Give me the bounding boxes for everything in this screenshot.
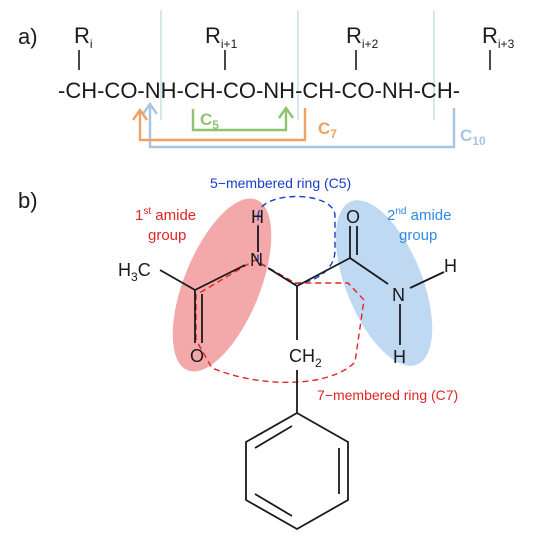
- c7-bracket-line: [138, 108, 307, 142]
- bond: [296, 257, 351, 287]
- amide-group-2-highlight: [335, 200, 433, 366]
- amide-group-1-highlight: [172, 198, 272, 372]
- c5-bracket: [191, 105, 294, 132]
- carbonyl-o-1: O: [190, 346, 204, 366]
- r-group-i1: Ri+1: [205, 23, 238, 51]
- amide-2-group-label: group: [399, 227, 437, 244]
- c7-label: C7: [318, 119, 337, 141]
- panel-b-label: b): [18, 188, 38, 213]
- c10-label: C10: [460, 126, 486, 148]
- r-group-i: Ri: [74, 23, 93, 51]
- r-group-i2: Ri+2: [346, 23, 379, 51]
- c5-ring-dashed: [257, 195, 336, 284]
- backbone-segment: NH-CH-CO-: [145, 78, 264, 103]
- amide-h-2a: H: [444, 256, 457, 276]
- amide-h-1: H: [251, 207, 264, 227]
- benzene-ring: [245, 411, 349, 531]
- methylene-label: CH2: [289, 346, 322, 370]
- benzene-outer: [245, 411, 349, 531]
- carbonyl-o-2: O: [346, 207, 360, 227]
- bond: [194, 264, 246, 291]
- c5-arrowhead: [278, 105, 294, 119]
- molecule-bonds: [159, 226, 445, 413]
- c10-bracket: [142, 101, 456, 149]
- bond: [409, 271, 445, 289]
- backbone-segment: NH-CH-: [382, 78, 460, 103]
- methyl-label: H3C: [118, 260, 151, 284]
- benzene-inner-bond: [254, 493, 293, 517]
- r-groups: Ri Ri+1 Ri+2 Ri+3: [74, 23, 515, 51]
- side-chain-bonds: [78, 50, 491, 70]
- c7-bracket: [132, 107, 307, 142]
- panel-a-label: a): [18, 24, 38, 49]
- c10-arrowhead: [142, 101, 158, 115]
- residue-dividers: [160, 10, 435, 120]
- backbone-segment: -CH-CO-: [58, 78, 145, 103]
- c7-arrowhead: [132, 107, 148, 121]
- c10-bracket-line: [148, 106, 456, 149]
- c7-ring-dashed: [195, 259, 365, 384]
- amide-2-label: 2nd amide: [387, 206, 452, 224]
- amide-1-group-label: group: [148, 227, 186, 244]
- amide-n-1: N: [250, 250, 263, 270]
- c7-ring-label: 7−membered ring (C7): [317, 387, 458, 403]
- c5-label: C5: [200, 110, 219, 132]
- bond: [267, 267, 298, 287]
- amide-1-label: 1st amide: [135, 206, 196, 224]
- c5-bracket-line: [191, 109, 288, 132]
- benzene-inner-bond: [254, 425, 293, 449]
- c5-ring-label: 5−membered ring (C5): [210, 175, 351, 191]
- amide-n-2: N: [392, 285, 405, 305]
- backbone-segment: NH-CH-CO-: [263, 78, 382, 103]
- backbone: -CH-CO-NH-CH-CO-NH-CH-CO-NH-CH-: [58, 78, 460, 103]
- r-group-i3: Ri+3: [482, 23, 515, 51]
- bond: [159, 269, 196, 291]
- bond: [349, 257, 389, 285]
- amide-h-2b: H: [393, 347, 406, 367]
